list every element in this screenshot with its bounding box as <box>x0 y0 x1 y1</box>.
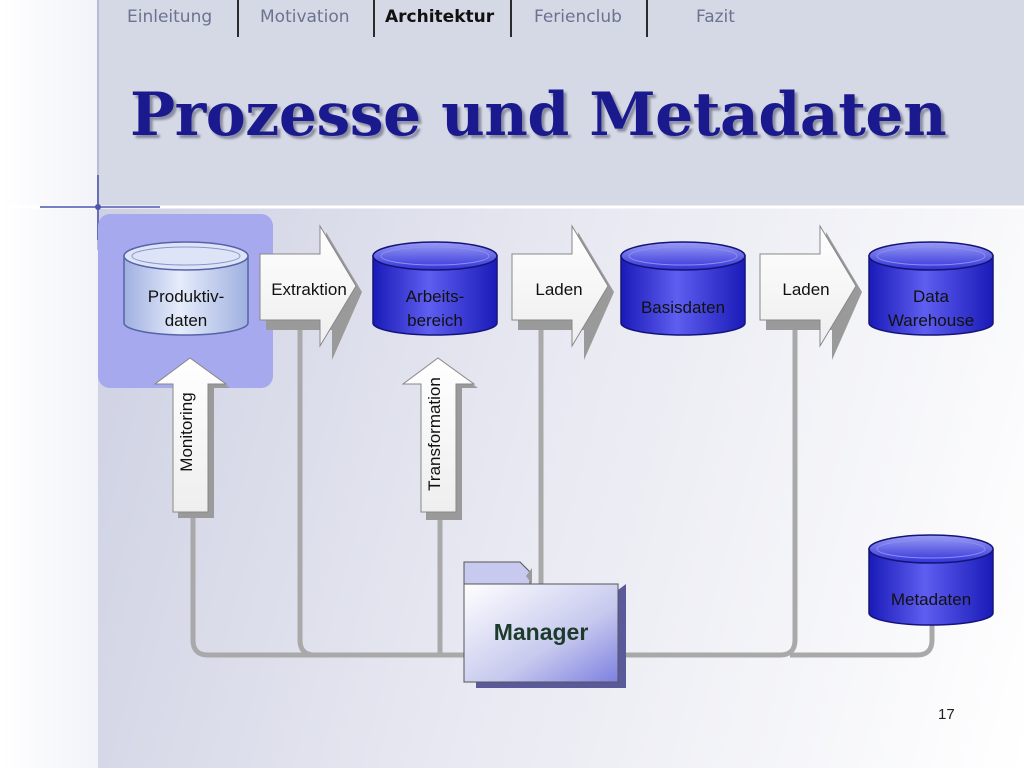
manager-component: Manager <box>463 561 626 688</box>
transformation-label: Transformation <box>425 377 444 491</box>
arbeitsbereich-store: Arbeits- bereich <box>372 241 498 336</box>
laden-arrow-1: Laden <box>511 224 614 360</box>
extraktion-label: Extraktion <box>271 280 347 299</box>
produktivdaten-label-2: daten <box>165 311 208 330</box>
connector-lines <box>190 330 935 658</box>
arbeitsbereich-label-2: bereich <box>407 311 463 330</box>
data-warehouse-label-2: Warehouse <box>888 311 974 330</box>
nav-divider <box>373 0 375 37</box>
slide-title: Prozesse und Metadaten <box>130 80 947 150</box>
header-band <box>98 0 1024 207</box>
laden-arrow-2: Laden <box>759 224 862 360</box>
monitoring-label: Monitoring <box>177 392 196 471</box>
produktivdaten-label-1: Produktiv- <box>148 287 225 306</box>
page-number: 17 <box>938 706 955 723</box>
metadaten-label: Metadaten <box>891 590 971 609</box>
tab-einleitung[interactable]: Einleitung <box>127 7 213 27</box>
produktivdaten-store: Produktiv- daten <box>123 241 249 336</box>
monitoring-arrow: Monitoring <box>153 357 230 518</box>
data-warehouse-label-1: Data <box>913 287 949 306</box>
metadaten-store: Metadaten <box>868 534 994 626</box>
left-margin-band <box>0 0 98 768</box>
data-warehouse-store: Data Warehouse <box>868 241 994 336</box>
nav-divider <box>237 0 239 37</box>
tab-ferienclub[interactable]: Ferienclub <box>534 7 622 27</box>
basisdaten-store: Basisdaten <box>620 241 746 336</box>
basisdaten-label: Basisdaten <box>641 298 725 317</box>
nav-divider <box>646 0 648 37</box>
extraktion-arrow: Extraktion <box>259 224 362 360</box>
tab-fazit[interactable]: Fazit <box>696 7 735 27</box>
tab-motivation[interactable]: Motivation <box>260 7 350 27</box>
manager-label: Manager <box>494 619 589 645</box>
sparkle-decoration <box>0 0 1024 250</box>
transformation-arrow: Transformation <box>401 357 478 520</box>
nav-divider <box>510 0 512 37</box>
laden-label-2: Laden <box>782 280 829 299</box>
laden-label-1: Laden <box>535 280 582 299</box>
tab-architektur[interactable]: Architektur <box>385 7 495 27</box>
arbeitsbereich-label-1: Arbeits- <box>406 287 465 306</box>
